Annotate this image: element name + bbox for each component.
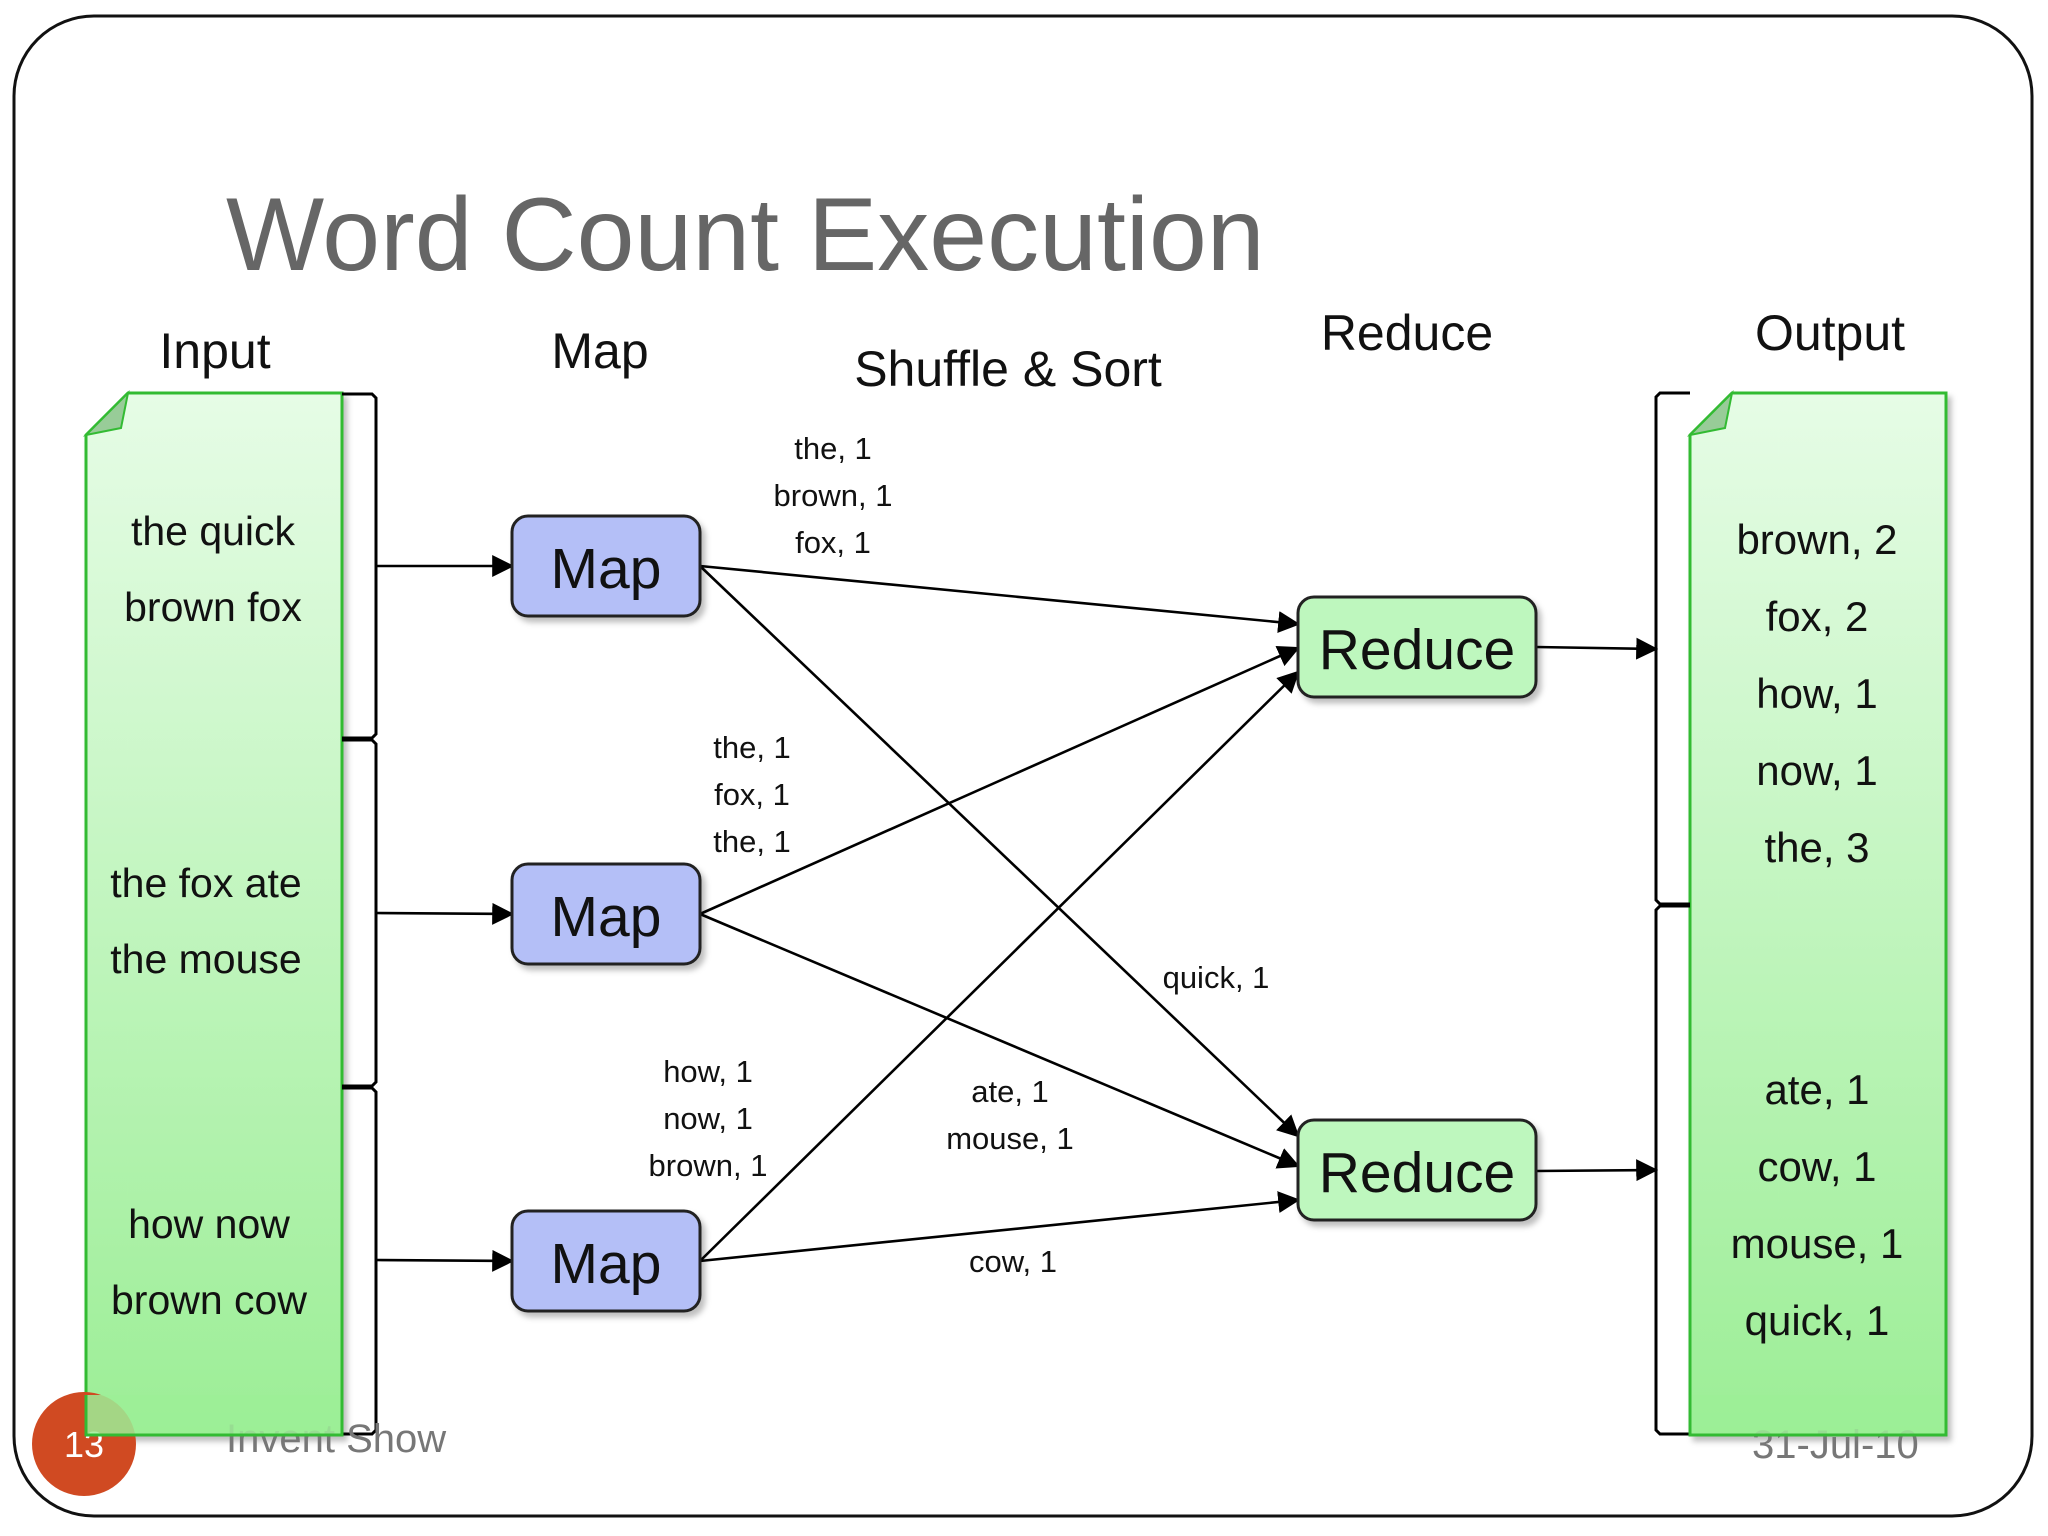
arrow-map3-to-reduce2 <box>699 1191 1301 1263</box>
output-document-bottom-border <box>1688 1395 1948 1437</box>
output-reduce2-item-2: cow, 1 <box>1757 1143 1876 1190</box>
column-header-map: Map <box>551 323 648 379</box>
map-box-2-label: Map <box>551 885 662 949</box>
output-document-bottom-overlay <box>1690 1395 1946 1435</box>
column-header-reduce: Reduce <box>1321 305 1493 361</box>
input-split-3-line-2: brown cow <box>111 1277 307 1323</box>
kv-map2-reduce1-1: the, 1 <box>713 730 791 765</box>
arrow-map2-to-reduce2 <box>699 912 1301 1169</box>
kv-map2-reduce2-2: mouse, 1 <box>946 1121 1074 1156</box>
kv-map1-reduce1-1: the, 1 <box>794 431 872 466</box>
input-split-3-line-1: how now <box>128 1201 290 1247</box>
map-box-2: Map <box>510 862 702 966</box>
output-reduce2-item-3: mouse, 1 <box>1731 1220 1904 1267</box>
output-reduce2-item-4: quick, 1 <box>1745 1297 1890 1344</box>
output-reduce1-item-4: now, 1 <box>1756 747 1877 794</box>
kv-map1-reduce1-3: fox, 1 <box>795 525 871 560</box>
map-box-1: Map <box>510 514 702 618</box>
arrow-reduce1-to-output <box>1535 637 1659 660</box>
arrow-input2-to-map2 <box>375 902 515 925</box>
arrow-map3-to-reduce1 <box>699 670 1300 1262</box>
map-box-3-label: Map <box>551 1232 662 1296</box>
kv-map3-reduce1-1: how, 1 <box>663 1054 753 1089</box>
input-split-1-line-2: brown fox <box>124 584 302 630</box>
column-header-shuffle: Shuffle & Sort <box>854 341 1162 397</box>
arrow-map1-to-reduce2 <box>699 565 1300 1138</box>
output-reduce1-item-2: fox, 2 <box>1766 593 1869 640</box>
kv-map2-reduce2-1: ate, 1 <box>971 1074 1049 1109</box>
arrow-map1-to-reduce1 <box>699 564 1301 634</box>
output-reduce1-item-3: how, 1 <box>1756 670 1877 717</box>
reduce-box-1: Reduce <box>1296 595 1538 699</box>
input-split-2-line-2: the mouse <box>110 936 301 982</box>
kv-map1-reduce2: quick, 1 <box>1163 960 1270 995</box>
output-reduce1-item-1: brown, 2 <box>1736 516 1897 563</box>
map-box-1-label: Map <box>551 537 662 601</box>
arrow-input3-to-map3 <box>375 1249 515 1272</box>
column-header-output: Output <box>1755 305 1905 361</box>
input-split-2-line-1: the fox ate <box>110 860 301 906</box>
reduce-box-2: Reduce <box>1296 1118 1538 1222</box>
map-box-3: Map <box>510 1209 702 1313</box>
kv-map2-reduce1-2: fox, 1 <box>714 777 790 812</box>
arrow-reduce2-to-output <box>1535 1159 1659 1182</box>
output-document <box>1686 389 1948 1437</box>
kv-map3-reduce1-3: brown, 1 <box>649 1148 768 1183</box>
arrow-map2-to-reduce1 <box>699 645 1301 916</box>
kv-map2-reduce1-3: the, 1 <box>713 824 791 859</box>
kv-map3-reduce1-2: now, 1 <box>663 1101 753 1136</box>
kv-map3-reduce2: cow, 1 <box>969 1244 1057 1279</box>
input-document-bottom-overlay <box>86 1395 342 1435</box>
input-document <box>82 389 344 1437</box>
reduce-box-2-label: Reduce <box>1319 1141 1515 1205</box>
column-header-input: Input <box>159 323 270 379</box>
output-reduce2-item-1: ate, 1 <box>1764 1066 1869 1113</box>
input-document-bottom-border <box>84 1395 344 1437</box>
output-reduce1-item-5: the, 3 <box>1764 824 1869 871</box>
reduce-box-1-label: Reduce <box>1319 618 1515 682</box>
input-split-1-line-1: the quick <box>131 508 296 554</box>
slide-title: Word Count Execution <box>226 177 1265 293</box>
kv-map1-reduce1-2: brown, 1 <box>774 478 893 513</box>
